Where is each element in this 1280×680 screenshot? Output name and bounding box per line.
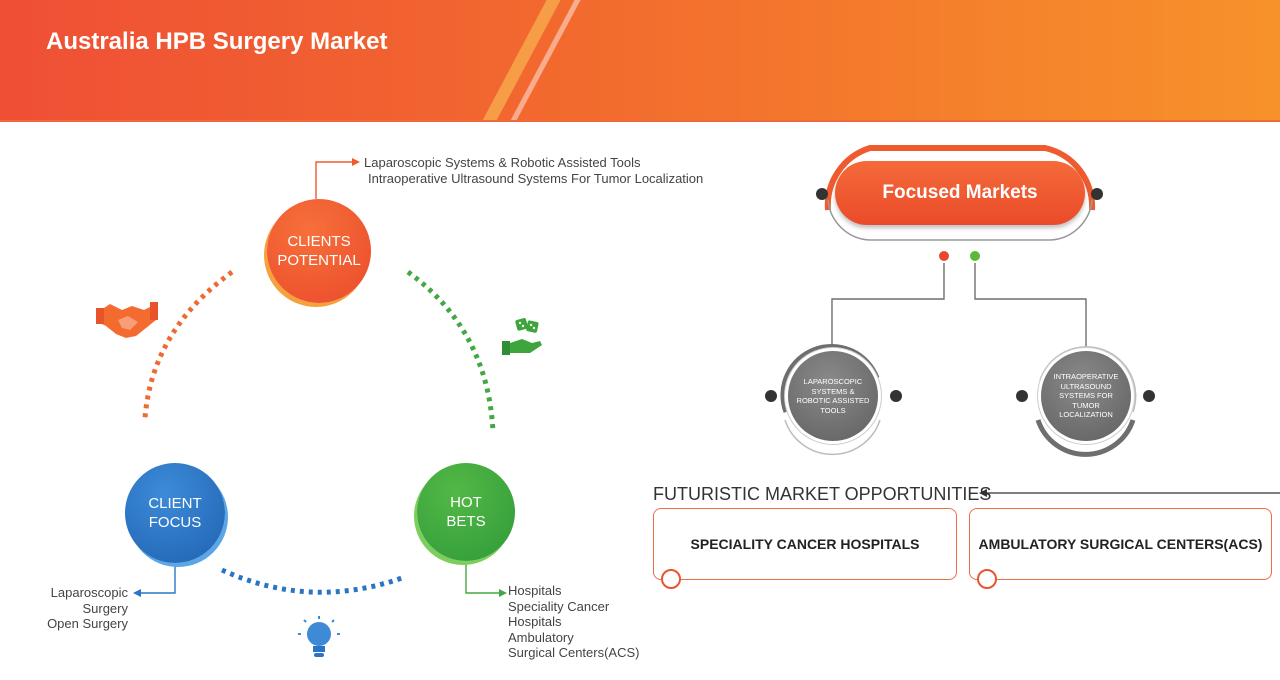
- handshake-icon: [96, 302, 158, 338]
- sub-ring-left-top: [780, 343, 880, 413]
- client-focus-list: Laparoscopic Surgery Open Surgery: [28, 585, 128, 632]
- client-focus-item: Surgery: [82, 600, 128, 616]
- clients-potential-node: CLIENTS POTENTIAL: [267, 199, 371, 303]
- lightbulb-icon: [298, 616, 340, 657]
- cf-arrowhead: [133, 589, 141, 597]
- clients-potential-list: Laparoscopic Systems & Robotic Assisted …: [364, 155, 703, 186]
- hot-bets-item: Surgical Centers(ACS): [508, 645, 640, 660]
- hot-bets-list: Hospitals Speciality Cancer Hospitals Am…: [508, 583, 640, 661]
- hot-bets-line1: HOT: [450, 494, 482, 511]
- client-focus-node: CLIENT FOCUS: [125, 463, 225, 563]
- clients-potential-item: Laparoscopic Systems & Robotic Assisted …: [364, 155, 641, 170]
- sub-right-dot-right: [1143, 390, 1155, 402]
- sub-left-dot-right: [890, 390, 902, 402]
- sub-ring-left-bottom: [784, 419, 881, 456]
- fm-ring-bottom: [827, 199, 1093, 241]
- focused-markets-badge: Focused Markets: [835, 161, 1085, 225]
- hot-bets-item: Ambulatory: [508, 629, 574, 645]
- futuristic-title: FUTURISTIC MARKET OPPORTUNITIES: [653, 484, 992, 504]
- cf-connector: [140, 563, 176, 594]
- opportunity-card-2: AMBULATORY SURGICAL CENTERS(ACS): [969, 508, 1272, 580]
- opportunity-card-1-dot: [661, 569, 681, 589]
- header-divider: [0, 120, 1280, 122]
- sub-ring-right-bottom: [1035, 419, 1136, 457]
- tree-line-right: [974, 262, 1087, 352]
- focused-market-circle-2: INTRAOPERATIVE ULTRASOUND SYSTEMS FOR TU…: [1041, 351, 1131, 441]
- focused-market-circle-1: LAPAROSCOPIC SYSTEMS & ROBOTIC ASSISTED …: [788, 351, 878, 441]
- fm-ring-dot-right: [1091, 188, 1103, 200]
- tree-line-left: [831, 262, 945, 352]
- opportunity-card-2-dot: [977, 569, 997, 589]
- tree-dot-red: [937, 249, 951, 263]
- hot-bets-line2: BETS: [446, 513, 486, 530]
- focused-market-label-1: LAPAROSCOPIC SYSTEMS & ROBOTIC ASSISTED …: [796, 377, 870, 415]
- hb-arrowhead: [499, 589, 507, 597]
- sub-left-dot-left: [765, 390, 777, 402]
- page-title: Australia HPB Surgery Market: [46, 28, 388, 55]
- cp-connector: [315, 161, 352, 199]
- client-focus-line2: FOCUS: [148, 514, 202, 531]
- arc-orange: [142, 269, 234, 419]
- hot-bets-item: Hospitals: [508, 583, 562, 598]
- tree-dot-green: [968, 249, 982, 263]
- sub-ring-right-top: [1039, 346, 1137, 413]
- fo-arrowhead: [979, 489, 987, 497]
- fm-ring-top: [824, 145, 1096, 211]
- sub-right-dot-left: [1016, 390, 1028, 402]
- hot-bets-node: HOT BETS: [417, 463, 515, 561]
- arc-green: [406, 269, 496, 433]
- hb-connector: [465, 561, 500, 594]
- focused-market-label-2: INTRAOPERATIVE ULTRASOUND SYSTEMS FOR TU…: [1053, 372, 1119, 420]
- opportunity-card-1: SPECIALITY CANCER HOSPITALS: [653, 508, 957, 580]
- header-banner: Australia HPB Surgery Market: [0, 0, 1280, 120]
- client-focus-item: Open Surgery: [47, 616, 128, 631]
- dice-hand-icon: [502, 318, 542, 355]
- clients-potential-line1: CLIENTS: [287, 233, 351, 250]
- arc-blue: [220, 567, 403, 595]
- clients-potential-line2: POTENTIAL: [277, 252, 361, 269]
- clients-potential-item: Intraoperative Ultrasound Systems For Tu…: [368, 170, 704, 186]
- hot-bets-item: Speciality Cancer: [508, 598, 610, 614]
- opportunity-card-1-label: SPECIALITY CANCER HOSPITALS: [690, 536, 920, 552]
- hot-bets-item: Hospitals: [508, 614, 562, 629]
- cp-arrowhead: [352, 158, 360, 166]
- opportunity-card-2-label: AMBULATORY SURGICAL CENTERS(ACS): [978, 536, 1263, 552]
- client-focus-item: Laparoscopic: [50, 585, 128, 600]
- client-focus-line1: CLIENT: [148, 495, 202, 512]
- fm-ring-dot-left: [816, 188, 828, 200]
